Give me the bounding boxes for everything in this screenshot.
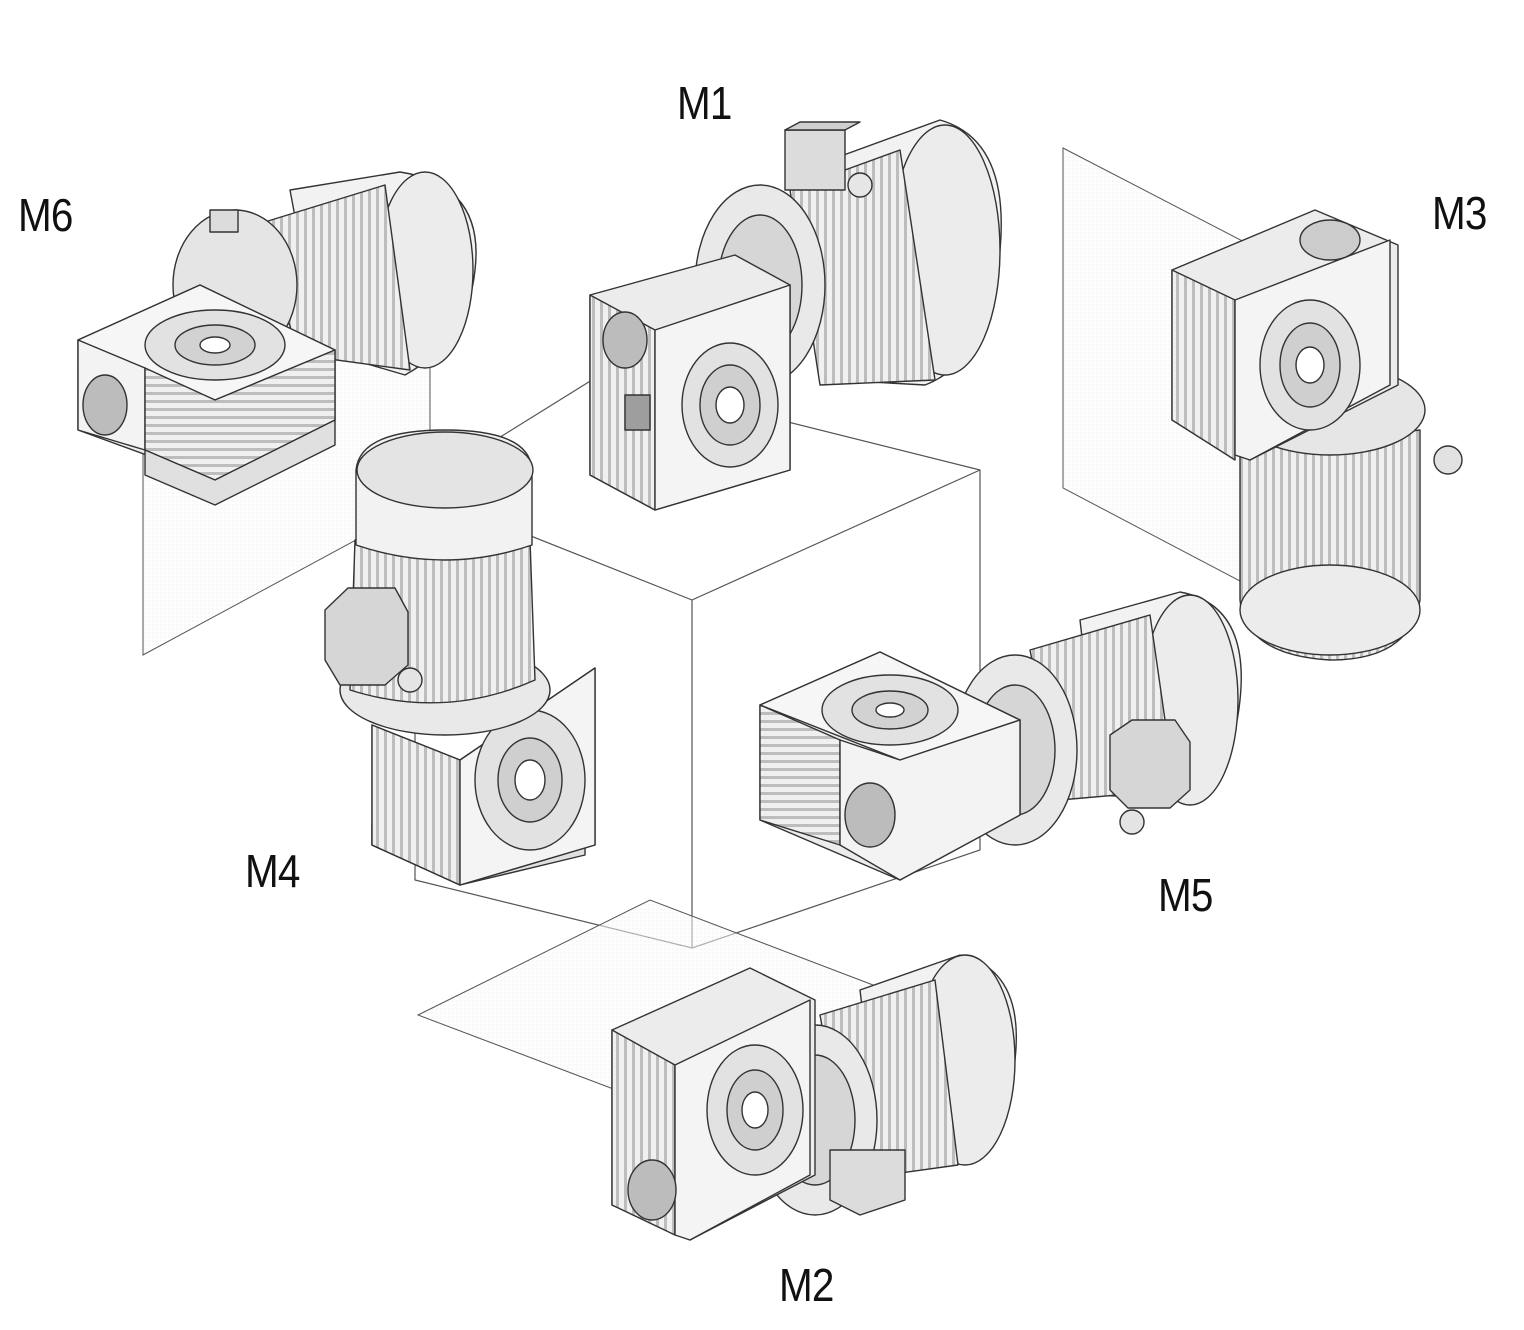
gearmotor-m6 [77,171,477,506]
gearmotor-m5 [759,591,1242,881]
position-label-m3: M3 [1432,187,1487,239]
gearmotor-m4 [324,429,596,886]
position-label-m1: M1 [677,77,732,129]
position-label-m2: M2 [779,1259,834,1311]
position-label-m6: M6 [18,189,73,241]
position-label-m4: M4 [245,845,300,897]
position-label-m5: M5 [1158,869,1213,921]
gearmotor-m3 [1171,209,1463,661]
gearmotor-m2 [611,954,1018,1241]
gearmotor-m1 [589,119,1002,511]
